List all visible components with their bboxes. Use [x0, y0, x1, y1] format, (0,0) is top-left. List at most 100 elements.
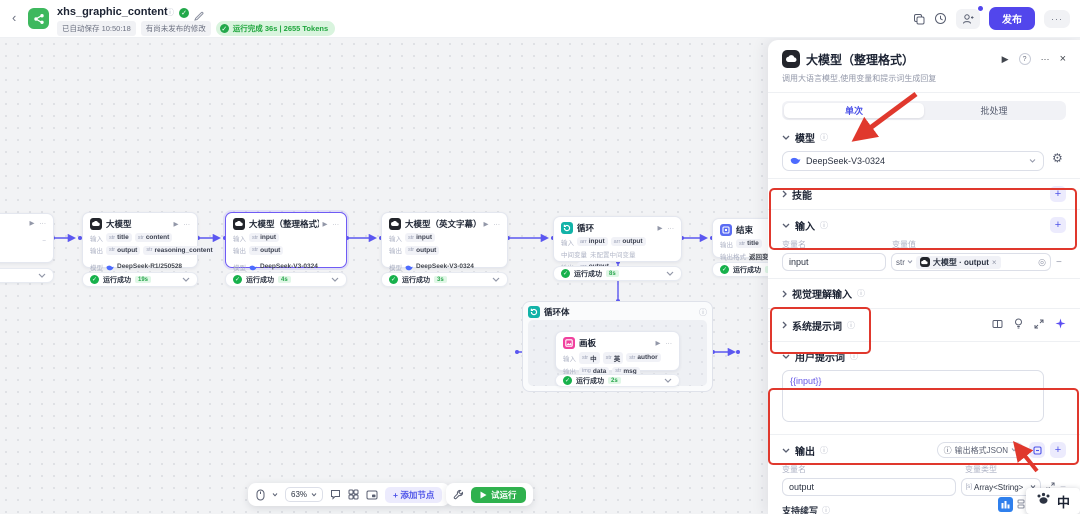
node-status-bar[interactable]: ✓ 运行成功 8s	[553, 266, 682, 281]
node-more-icon[interactable]: ···	[39, 219, 47, 227]
node-run-icon[interactable]: ▶	[29, 220, 35, 227]
node-more-icon[interactable]: ···	[493, 220, 501, 228]
node-run-icon[interactable]: ▶	[655, 340, 661, 347]
node-partial[interactable]: ▶··· maxToken −	[0, 213, 54, 263]
input-var-value-field[interactable]: str 大模型 · output × ◎	[891, 253, 1051, 271]
auto-layout-icon[interactable]	[348, 489, 359, 500]
reference-value-chip[interactable]: 大模型 · output ×	[915, 255, 1001, 269]
title-info-icon[interactable]: ⓘ	[166, 8, 174, 17]
node-run-icon[interactable]: ▶	[657, 225, 663, 232]
chevron-down-icon[interactable]	[782, 448, 790, 453]
cursor-tool-icon[interactable]	[256, 489, 265, 501]
deepseek-logo-icon	[790, 152, 801, 170]
user-prompt-textarea[interactable]: {{input}}	[782, 370, 1044, 422]
output-var-name-field[interactable]	[782, 478, 956, 496]
chevron-down-icon[interactable]	[782, 223, 790, 228]
output-type-select[interactable]: [s]Array<String>	[960, 478, 1042, 496]
add-output-button[interactable]: +	[1050, 442, 1066, 458]
comment-icon[interactable]	[330, 489, 341, 500]
success-check-icon: ✓	[563, 376, 572, 385]
chevron-down-icon[interactable]	[782, 135, 790, 140]
clear-reference-icon[interactable]: ×	[991, 257, 997, 267]
info-icon: ⓘ	[850, 352, 858, 361]
ime-indicator[interactable]: 中	[1026, 488, 1080, 514]
topbar-more-button[interactable]: ···	[1044, 9, 1070, 28]
model-select[interactable]: DeepSeek-V3-0324	[782, 151, 1044, 171]
history-icon[interactable]	[934, 12, 947, 25]
chevron-right-icon[interactable]	[782, 190, 787, 198]
taskbar-mini-icon[interactable]	[1017, 499, 1025, 511]
help-icon[interactable]: ?	[1018, 53, 1031, 65]
node-status-bar[interactable]	[0, 268, 54, 283]
reference-picker-icon[interactable]: ◎	[1038, 256, 1046, 267]
lightbulb-icon[interactable]	[1014, 316, 1023, 334]
node-status-bar[interactable]: ✓ 运行成功 3s	[381, 272, 508, 287]
llm-node-icon	[389, 218, 401, 230]
panel-more-icon[interactable]: ···	[1040, 54, 1050, 64]
user-prompt-label: 用户提示词	[795, 353, 845, 364]
minimap-icon[interactable]	[366, 490, 378, 500]
node-more-icon[interactable]: ···	[332, 220, 340, 228]
chevron-right-icon[interactable]	[782, 321, 787, 329]
edit-title-icon[interactable]	[194, 8, 204, 26]
run-complete-badge[interactable]: ✓ 运行完成 36s | 2655 Tokens	[215, 21, 336, 36]
collaborators-icon[interactable]	[956, 5, 983, 29]
chevron-down-icon[interactable]	[182, 277, 190, 282]
remove-input-row-icon[interactable]: −	[1056, 256, 1062, 268]
node-status-bar[interactable]: ✓ 运行成功 2s	[555, 374, 680, 387]
tab-batch[interactable]: 批处理	[980, 106, 1008, 116]
zoom-select[interactable]: 63%	[285, 487, 324, 502]
run-toolbar: 试运行	[446, 483, 533, 506]
tab-single[interactable]: 单次	[784, 103, 924, 118]
success-check-icon: ✓	[720, 265, 729, 274]
loop-node-icon	[561, 222, 573, 234]
chevron-down-icon[interactable]	[664, 378, 672, 383]
close-panel-icon[interactable]: ×	[1059, 53, 1066, 65]
node-more-icon[interactable]: ···	[183, 220, 191, 228]
expand-icon[interactable]	[1034, 316, 1044, 334]
panel-run-icon[interactable]: ▶	[1001, 53, 1009, 64]
model-section-label: 模型	[795, 134, 815, 145]
node-run-icon[interactable]: ▶	[483, 221, 489, 228]
cursor-tool-chevron-icon[interactable]	[272, 492, 278, 497]
node-run-icon[interactable]: ▶	[322, 221, 328, 228]
wrench-icon[interactable]	[453, 489, 464, 500]
chevron-down-icon[interactable]	[666, 271, 674, 276]
chevron-right-icon[interactable]	[782, 290, 787, 298]
output-format-select[interactable]: ⓘ 输出格式JSON	[936, 442, 1024, 458]
remove-icon[interactable]: −	[42, 238, 46, 245]
chevron-down-icon[interactable]	[38, 273, 46, 278]
chevron-down-icon[interactable]	[331, 277, 339, 282]
taskbar-app-icon[interactable]	[998, 497, 1013, 512]
back-button[interactable]: ‹	[12, 10, 17, 25]
publish-button[interactable]: 发布	[989, 7, 1035, 30]
copy-icon[interactable]	[913, 13, 925, 25]
node-more-icon[interactable]: ···	[667, 224, 675, 232]
model-settings-icon[interactable]: ⚙	[1052, 151, 1063, 165]
chevron-down-icon[interactable]	[782, 354, 790, 359]
test-run-button[interactable]: 试运行	[471, 486, 526, 503]
node-status-bar[interactable]: ✓ 运行成功 4s	[225, 272, 347, 287]
input-var-name-field[interactable]	[782, 253, 886, 271]
add-skill-button[interactable]: +	[1050, 186, 1066, 202]
node-status-bar[interactable]: ✓ 运行成功 19s	[82, 272, 198, 287]
node-more-icon[interactable]: ···	[665, 339, 673, 347]
add-input-button[interactable]: +	[1050, 217, 1066, 233]
chevron-down-icon[interactable]	[492, 277, 500, 282]
add-node-button[interactable]: + 添加节点	[385, 486, 443, 503]
canvas-toolbar: 63% + 添加节点	[248, 483, 451, 506]
node-run-icon[interactable]: ▶	[173, 221, 179, 228]
ai-sparkle-icon[interactable]	[1055, 316, 1066, 334]
var-type-select[interactable]: str	[896, 258, 913, 267]
prompt-library-icon[interactable]	[992, 316, 1003, 334]
json-editor-icon[interactable]	[1029, 442, 1045, 458]
